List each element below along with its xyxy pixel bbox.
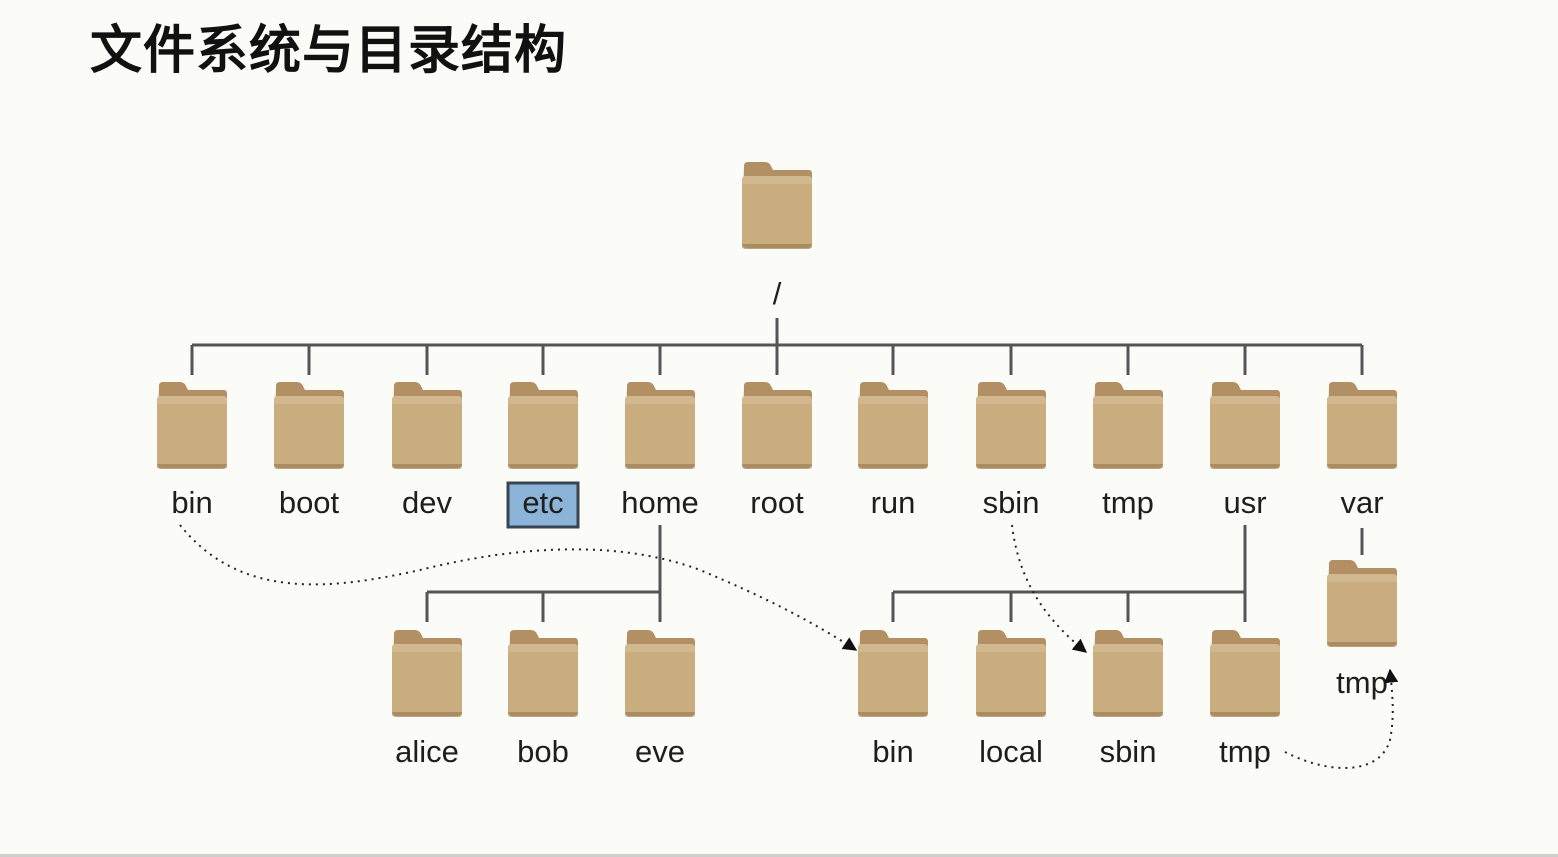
dir-sbin[interactable]: sbin (976, 382, 1046, 520)
dir-var[interactable]: var (1327, 382, 1397, 520)
folder-icon (508, 630, 578, 717)
dir-etc-label: etc (522, 485, 563, 520)
dir-usr-local-label: local (979, 734, 1043, 769)
folder-icon (742, 382, 812, 469)
dir-boot[interactable]: boot (274, 382, 344, 520)
folder-icon (1210, 630, 1280, 717)
root-folder[interactable]: / (742, 162, 812, 311)
home-children: alice bob eve (392, 630, 695, 769)
dir-home-label: home (621, 485, 699, 520)
folder-icon (157, 382, 227, 469)
folder-icon (742, 162, 812, 249)
folder-icon (392, 630, 462, 717)
dir-etc[interactable]: etc (506, 382, 580, 529)
folder-icon (1327, 560, 1397, 647)
dir-home-eve[interactable]: eve (625, 630, 695, 769)
folder-icon (274, 382, 344, 469)
folder-icon (1093, 630, 1163, 717)
dir-root[interactable]: root (742, 382, 812, 520)
bottom-border (0, 854, 1558, 857)
dir-home-bob[interactable]: bob (508, 630, 578, 769)
dir-home-bob-label: bob (517, 734, 569, 769)
dir-boot-label: boot (279, 485, 340, 520)
dir-sbin-label: sbin (983, 485, 1040, 520)
dir-run[interactable]: run (858, 382, 928, 520)
dir-usr-sbin-label: sbin (1100, 734, 1157, 769)
folder-icon (392, 382, 462, 469)
dir-home-alice-label: alice (395, 734, 459, 769)
dir-dev-label: dev (402, 485, 452, 520)
var-children: tmp (1327, 560, 1397, 700)
folder-icon (1093, 382, 1163, 469)
dir-tmp[interactable]: tmp (1093, 382, 1163, 520)
folder-icon (1210, 382, 1280, 469)
tree-lines (190, 318, 1364, 622)
dir-usr-bin-label: bin (872, 734, 913, 769)
level1-directories: bin boot dev etc home root run sbin tmp usr var (157, 382, 1397, 529)
dir-usr[interactable]: usr (1210, 382, 1280, 520)
folder-icon (976, 382, 1046, 469)
link-bin-to-usr-bin (179, 524, 858, 651)
root-label: / (773, 276, 782, 311)
dir-home[interactable]: home (621, 382, 699, 520)
dir-root-label: root (750, 485, 804, 520)
folder-icon (976, 630, 1046, 717)
dir-home-eve-label: eve (635, 734, 685, 769)
dir-var-tmp[interactable]: tmp (1327, 560, 1397, 700)
dir-usr-sbin[interactable]: sbin (1093, 630, 1163, 769)
folder-icon (858, 630, 928, 717)
symlink-arrows (179, 524, 1399, 769)
folder-icon (1327, 382, 1397, 469)
link-sbin-to-usr-sbin (1011, 524, 1088, 653)
dir-usr-tmp-label: tmp (1219, 734, 1271, 769)
dir-home-alice[interactable]: alice (392, 630, 462, 769)
folder-icon (508, 382, 578, 469)
dir-run-label: run (871, 485, 916, 520)
folder-icon (858, 382, 928, 469)
dir-dev[interactable]: dev (392, 382, 462, 520)
selection-highlight (506, 481, 580, 529)
dir-bin[interactable]: bin (157, 382, 227, 520)
folder-icon (625, 382, 695, 469)
dir-var-label: var (1340, 485, 1383, 520)
dir-usr-label: usr (1223, 485, 1266, 520)
page-title: 文件系统与目录结构 (90, 21, 568, 81)
dir-usr-bin[interactable]: bin (858, 630, 928, 769)
dir-usr-tmp[interactable]: tmp (1210, 630, 1280, 769)
dir-usr-local[interactable]: local (976, 630, 1046, 769)
usr-children: bin local sbin tmp (858, 630, 1280, 769)
dir-bin-label: bin (171, 485, 212, 520)
folder-icon (625, 630, 695, 717)
dir-var-tmp-label: tmp (1336, 665, 1388, 700)
dir-tmp-label: tmp (1102, 485, 1154, 520)
